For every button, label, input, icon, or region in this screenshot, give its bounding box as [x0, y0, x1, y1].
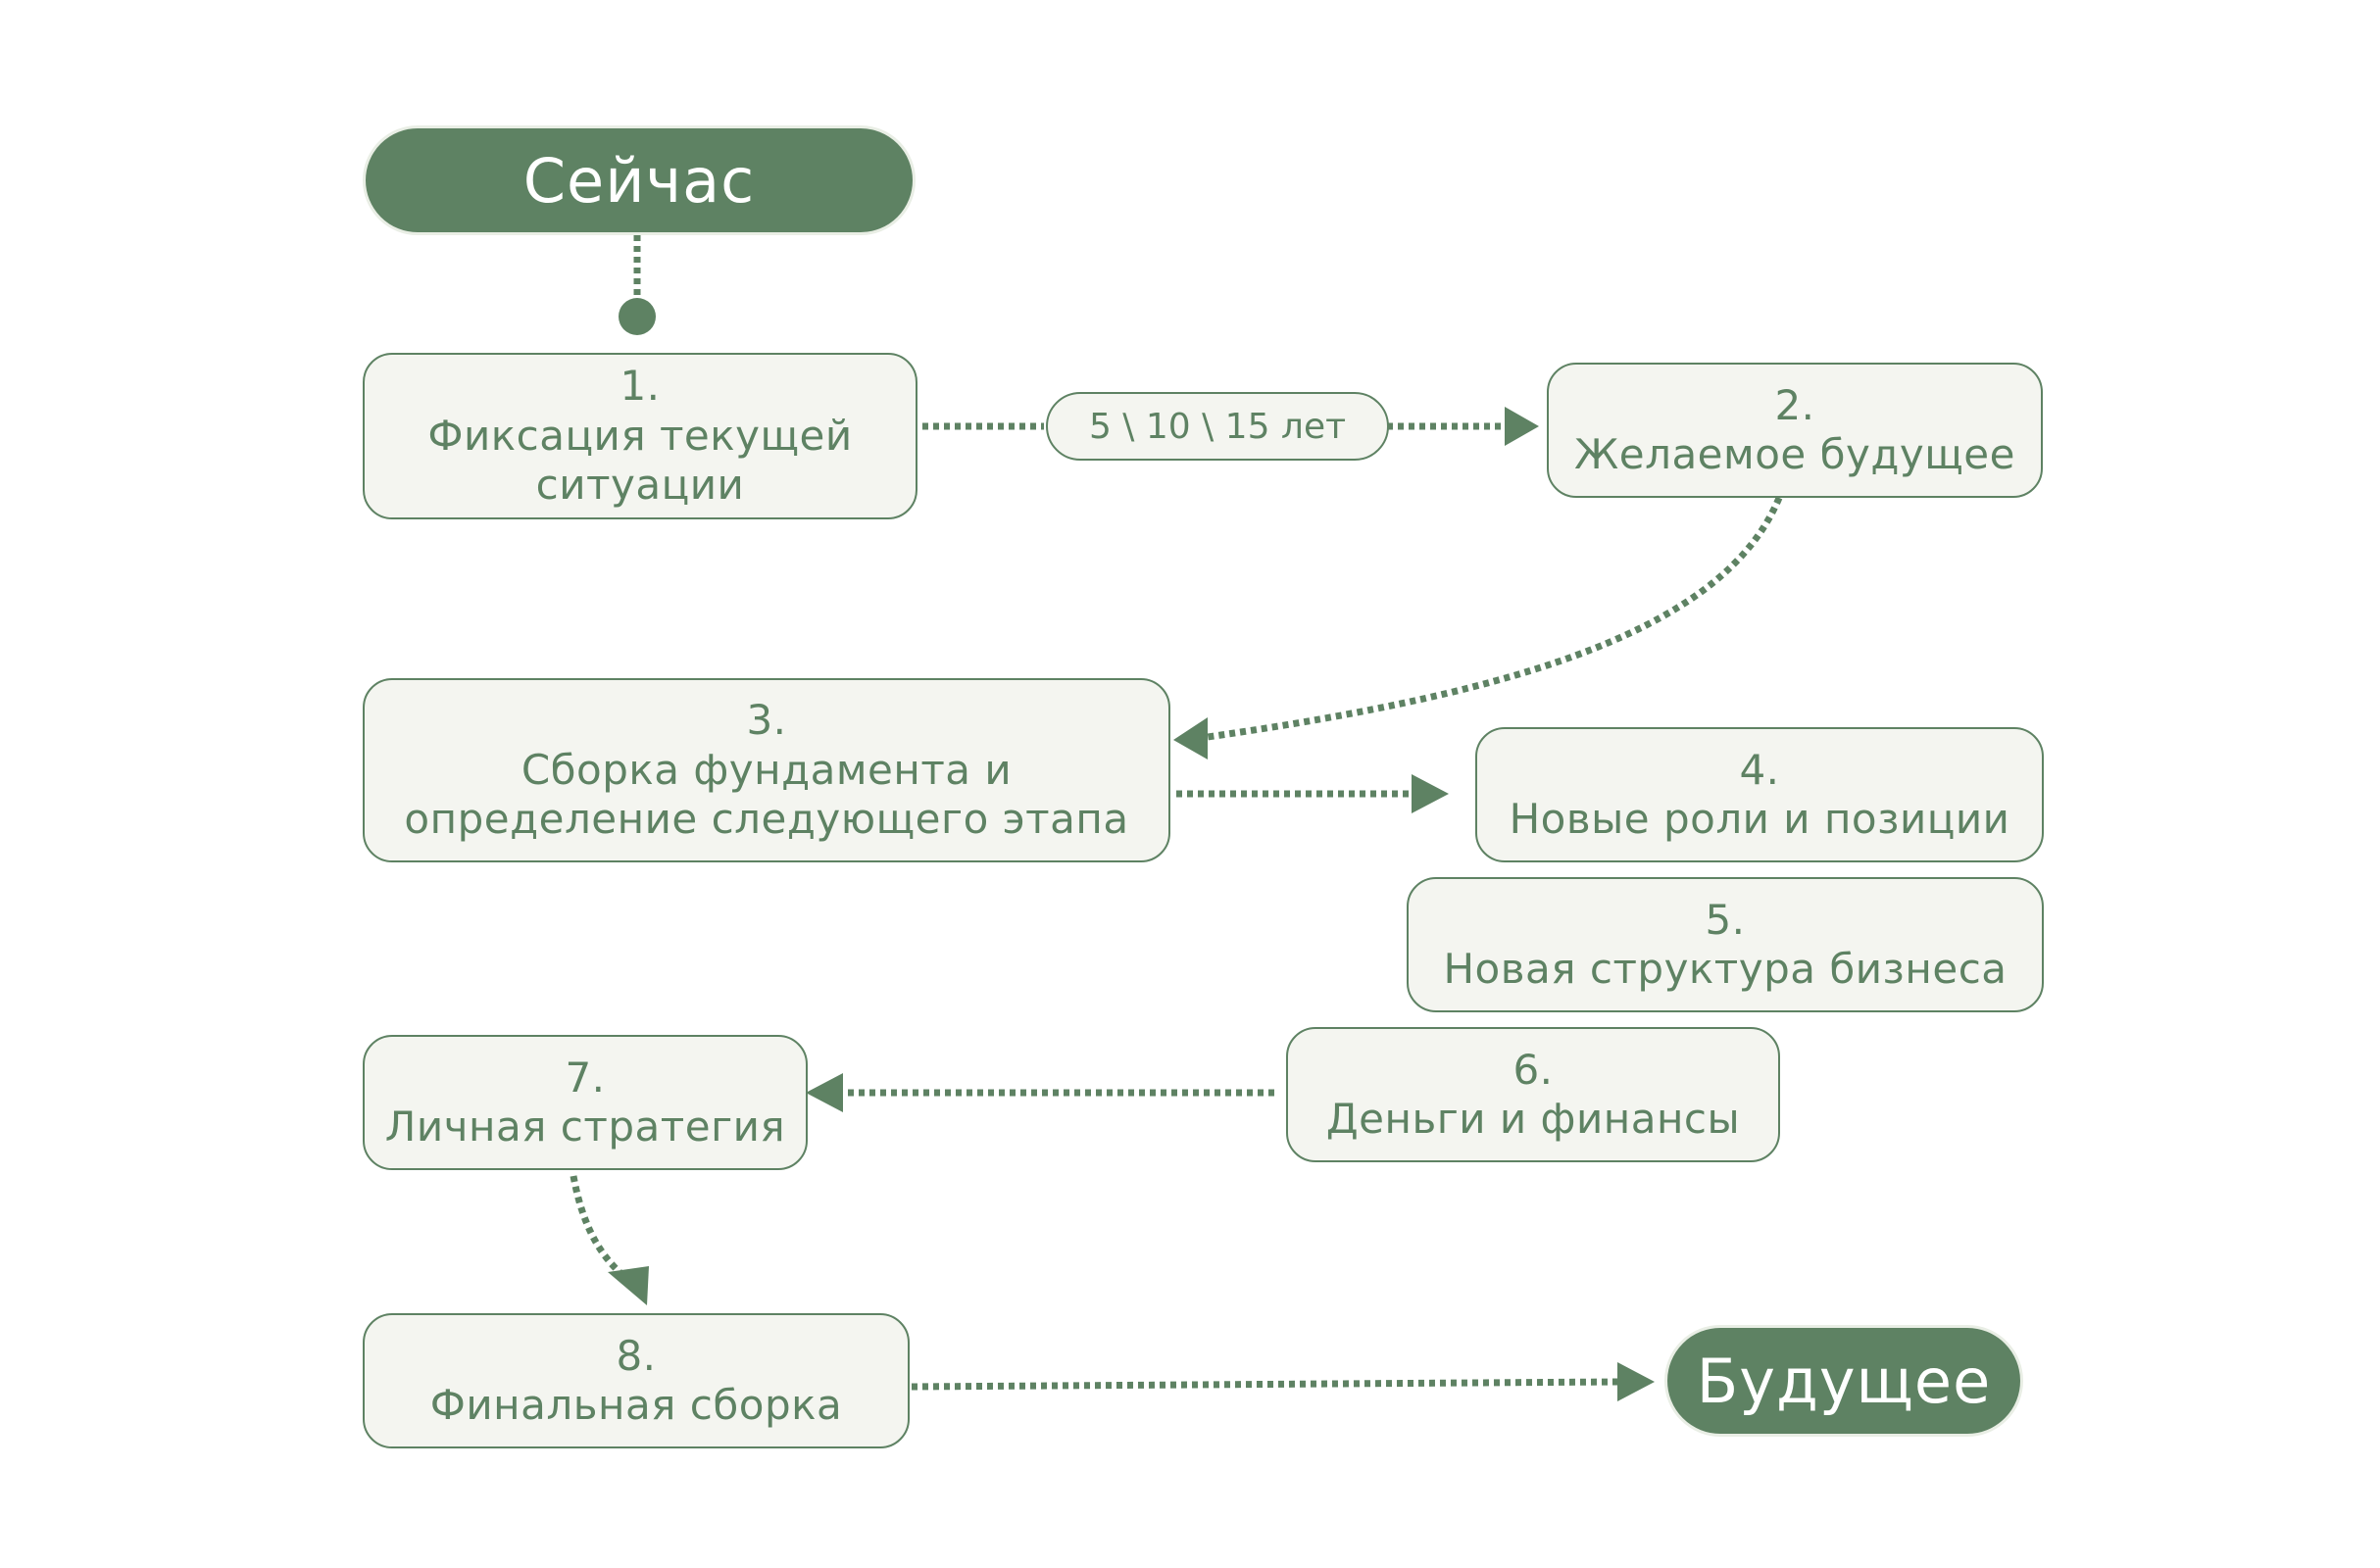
step-number: 8. — [616, 1331, 657, 1380]
step-label-line: Новая структура бизнеса — [1443, 945, 2008, 993]
step-label-line: определение следующего этапа — [404, 795, 1129, 844]
start-node-label: Сейчас — [522, 144, 756, 217]
step-number: 3. — [746, 696, 787, 745]
step-8: 8. Финальная сборка — [363, 1313, 910, 1448]
start-node: Сейчас — [363, 125, 916, 235]
step-1: 1. Фиксация текущей ситуации — [363, 353, 917, 519]
step-label-line: Желаемое будущее — [1574, 430, 2015, 478]
end-node: Будущее — [1664, 1325, 2023, 1437]
step-6: 6. Деньги и финансы — [1286, 1027, 1780, 1162]
step-label-line: Новые роли и позиции — [1509, 795, 2010, 843]
step-5: 5. Новая структура бизнеса — [1407, 877, 2044, 1012]
step-label-line: ситуации — [535, 461, 745, 510]
duration-label: 5 \ 10 \ 15 лет — [1046, 392, 1389, 461]
arrowhead-to-8 — [608, 1266, 649, 1305]
connector-8-to-end — [911, 1378, 1618, 1391]
step-number: 6. — [1512, 1045, 1554, 1094]
step-number: 7. — [565, 1053, 606, 1102]
step-label-line: Сборка фундамента и — [521, 745, 1013, 794]
end-node-label: Будущее — [1696, 1345, 1992, 1417]
step-label-line: Деньги и финансы — [1325, 1095, 1741, 1143]
step-4: 4. Новые роли и позиции — [1475, 727, 2044, 862]
step-number: 1. — [620, 362, 661, 411]
step-3: 3. Сборка фундамента и определение следу… — [363, 678, 1170, 862]
arrowhead-to-4 — [1412, 774, 1449, 813]
step-2: 2. Желаемое будущее — [1547, 363, 2043, 498]
step-label-line: Финальная сборка — [429, 1381, 843, 1429]
step-label-line: Фиксация текущей — [427, 411, 853, 460]
arrowhead-to-2 — [1505, 407, 1539, 446]
step-number: 2. — [1774, 380, 1815, 429]
start-node-dot — [619, 298, 656, 335]
step-number: 5. — [1705, 895, 1746, 944]
arrowhead-to-3 — [1173, 717, 1208, 760]
arrowhead-to-end — [1617, 1362, 1655, 1401]
connector-2-to-3 — [1207, 496, 1783, 741]
arrowhead-to-7 — [806, 1073, 843, 1112]
step-label-line: Личная стратегия — [384, 1102, 786, 1151]
step-number: 4. — [1739, 745, 1780, 794]
step-7: 7. Личная стратегия — [363, 1035, 808, 1170]
duration-label-text: 5 \ 10 \ 15 лет — [1088, 406, 1347, 447]
connector-7-to-8 — [570, 1175, 630, 1282]
